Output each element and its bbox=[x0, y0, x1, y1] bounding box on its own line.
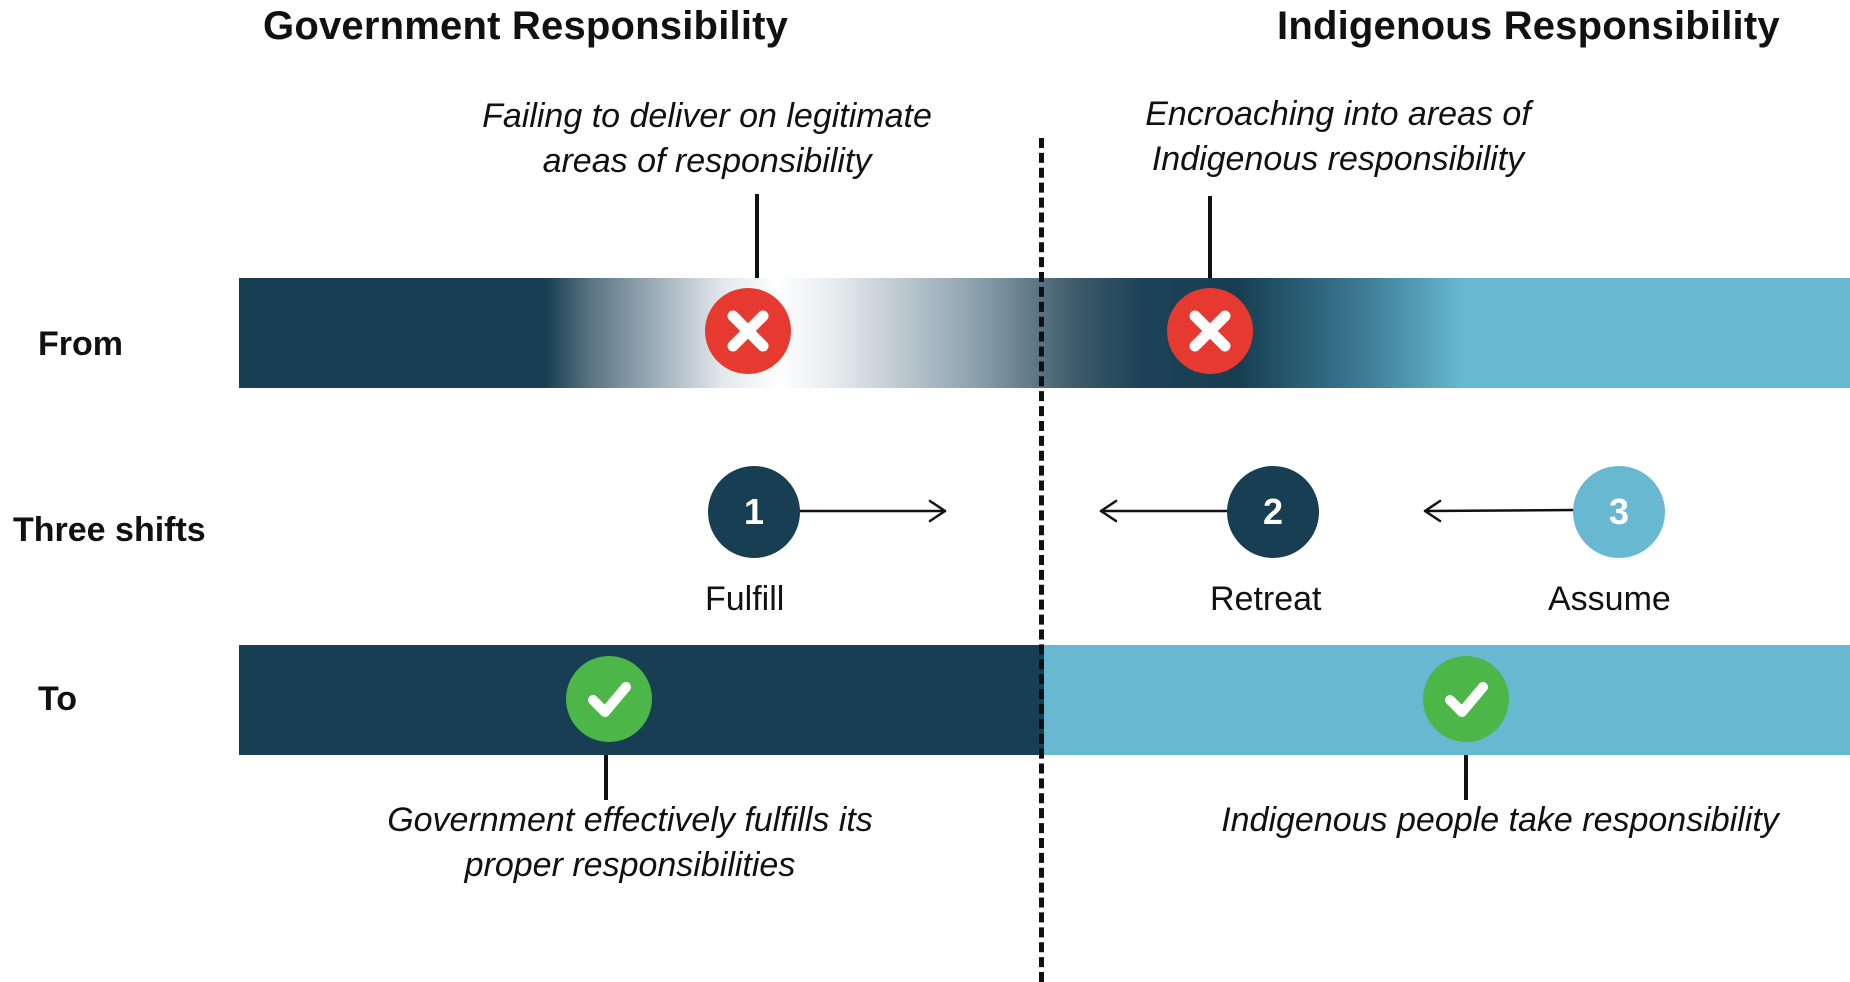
shift-2-badge: 2 bbox=[1227, 466, 1319, 558]
leader-line-failing bbox=[755, 194, 759, 280]
arrowhead-left-icon bbox=[1099, 499, 1118, 523]
check-circle-icon bbox=[566, 656, 652, 742]
row-label-three-shifts: Three shifts bbox=[13, 511, 206, 549]
annotation-encroaching: Encroaching into areas of Indigenous res… bbox=[1108, 92, 1568, 182]
annotation-failing-to-deliver: Failing to deliver on legitimate areas o… bbox=[457, 94, 957, 184]
shift-label-fulfill: Fulfill bbox=[705, 580, 785, 618]
leader-line-encroaching bbox=[1208, 196, 1212, 280]
annotation-line: Encroaching into areas of bbox=[1145, 95, 1531, 133]
center-divider bbox=[1039, 138, 1044, 982]
from-bar bbox=[239, 278, 1850, 388]
to-bar bbox=[239, 645, 1850, 755]
row-label-from: From bbox=[38, 325, 123, 363]
annotation-government-fulfills: Government effectively fulfills its prop… bbox=[350, 798, 910, 888]
leader-line-gov-fulfills bbox=[604, 755, 608, 800]
annotation-line: Government effectively fulfills its bbox=[387, 801, 873, 839]
shift-label-retreat: Retreat bbox=[1210, 580, 1322, 618]
shift-3-badge: 3 bbox=[1573, 466, 1665, 558]
government-heading: Government Responsibility bbox=[263, 4, 789, 48]
row-label-to: To bbox=[38, 680, 78, 718]
arrow-assume bbox=[1423, 508, 1578, 513]
leader-line-indigenous-take bbox=[1464, 755, 1468, 800]
annotation-line: Indigenous responsibility bbox=[1151, 140, 1525, 178]
annotation-line: proper responsibilities bbox=[464, 846, 796, 884]
x-circle-icon bbox=[705, 288, 791, 374]
arrowhead-left-icon bbox=[1423, 499, 1442, 523]
x-circle-icon bbox=[1167, 288, 1253, 374]
indigenous-heading: Indigenous Responsibility bbox=[1277, 4, 1780, 48]
arrowhead-right-icon bbox=[928, 499, 947, 523]
shift-1-badge: 1 bbox=[708, 466, 800, 558]
annotation-line: areas of responsibility bbox=[542, 142, 872, 180]
annotation-line: Indigenous people take responsibility bbox=[1221, 801, 1779, 839]
check-circle-icon bbox=[1423, 656, 1509, 742]
annotation-indigenous-take: Indigenous people take responsibility bbox=[1190, 798, 1810, 843]
shift-label-assume: Assume bbox=[1548, 580, 1671, 618]
annotation-line: Failing to deliver on legitimate bbox=[482, 97, 932, 135]
